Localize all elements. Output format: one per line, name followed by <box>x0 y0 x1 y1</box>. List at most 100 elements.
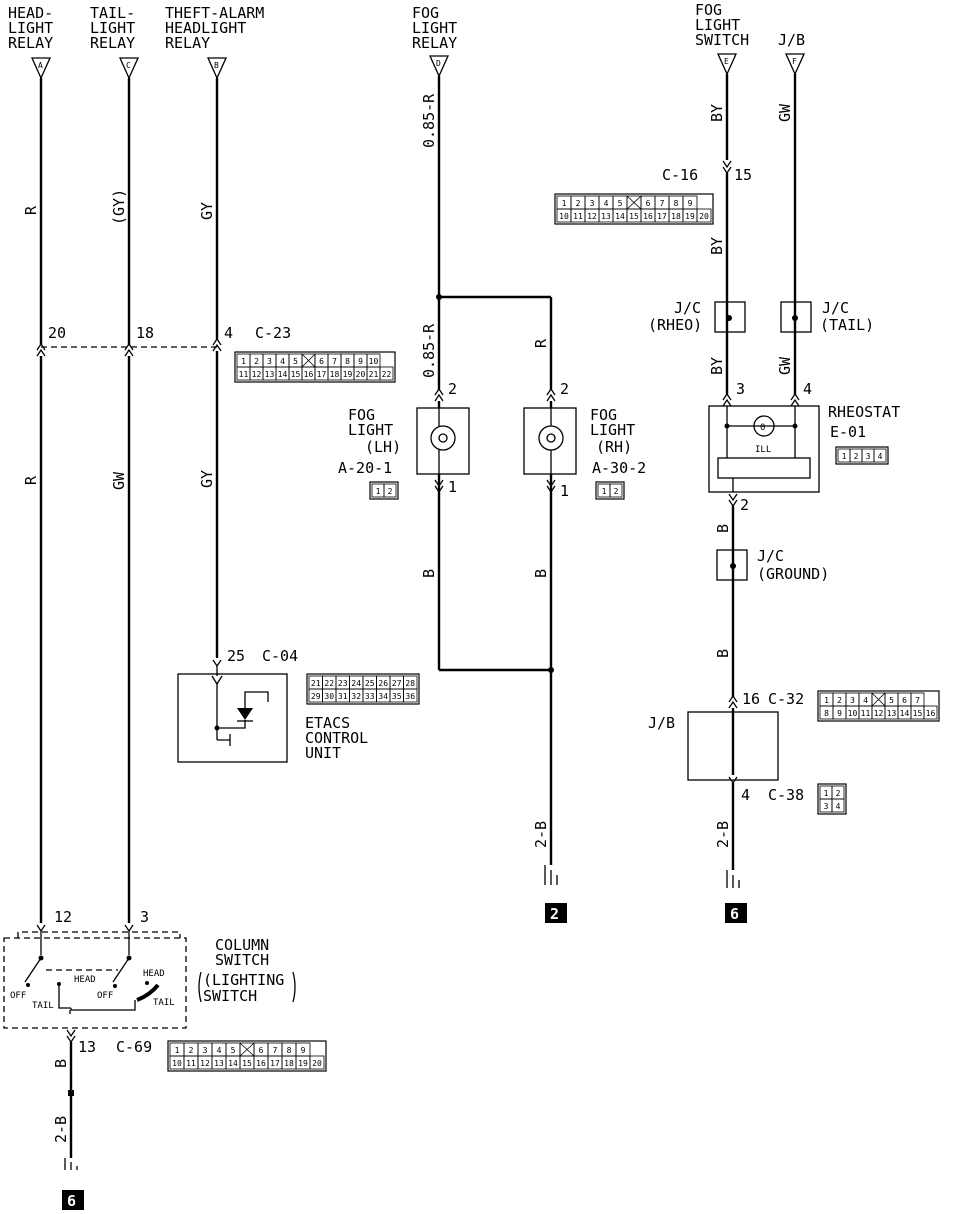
pin-cell: 13 <box>887 709 897 718</box>
pin-cell: 11 <box>573 212 583 221</box>
pin-cell: 2 <box>254 357 259 366</box>
pin-number: 1 <box>448 478 457 496</box>
pin-cell: 11 <box>186 1059 196 1068</box>
svg-text:TAIL: TAIL <box>32 1001 54 1011</box>
connector-triangle <box>118 57 140 80</box>
pin-number: 25 <box>227 647 245 665</box>
connector-id: C-16 <box>662 166 698 184</box>
pin-cell: 12 <box>874 709 884 718</box>
pin-cell: 1 <box>842 452 847 461</box>
wire-color-label: GW <box>110 471 128 490</box>
connector-id: C-69 <box>116 1038 152 1056</box>
pin-cell: 2 <box>854 452 859 461</box>
wire-color-label: R <box>532 338 550 348</box>
connector-id: A-30-2 <box>592 459 646 477</box>
ground-symbol <box>544 865 558 885</box>
source-fog-light-switch: FOG LIGHT SWITCH E <box>695 1 749 76</box>
wire-fog-light-ground: 1 1 B B 2-B <box>420 474 569 885</box>
pin-cell: 4 <box>863 696 868 705</box>
junction-rheo: J/C (RHEO) <box>648 299 746 334</box>
pin-cell: 12 <box>200 1059 210 1068</box>
wire-color-label: BY <box>708 104 726 122</box>
pin-cell: 25 <box>365 679 375 688</box>
pin-cell: 12 <box>587 212 597 221</box>
pin-cell: 32 <box>351 692 361 701</box>
pin-cell: 29 <box>311 692 321 701</box>
svg-text:6: 6 <box>730 905 739 923</box>
pin-cell: 14 <box>228 1059 238 1068</box>
pin-cell: 2 <box>388 487 393 496</box>
pin-cell: 10 <box>369 357 379 366</box>
source-label: FOG <box>412 4 439 22</box>
wire-color-label: 0.85-R <box>420 93 438 148</box>
pin-cell: 15 <box>291 370 301 379</box>
pin-cell: 9 <box>837 709 842 718</box>
pin-number: 4 <box>741 786 750 804</box>
pin-cell: 10 <box>848 709 858 718</box>
pin-cell: 16 <box>926 709 936 718</box>
junction-block: J/B <box>648 711 779 781</box>
pin-cell: 21 <box>311 679 321 688</box>
pin-cell: 6 <box>902 696 907 705</box>
pin-cell: 35 <box>392 692 402 701</box>
wire-fog-light-feed: 0.85-R 0.85-R R 2 2 <box>420 76 569 408</box>
fog-light-lh: FOG LIGHT (LH) A-20-1 <box>338 406 470 477</box>
pin-cell: 9 <box>358 357 363 366</box>
connector-id: C-32 <box>768 690 804 708</box>
source-label: RELAY <box>165 34 210 52</box>
component-label: (RH) <box>596 438 632 456</box>
pin-cell: 2 <box>837 696 842 705</box>
pin-number: 4 <box>224 324 233 342</box>
pin-cell: 2 <box>836 789 841 798</box>
pin-cell: 16 <box>256 1059 266 1068</box>
pin-cell: 1 <box>376 487 381 496</box>
component-label: ETACS <box>305 714 350 732</box>
wire-column-ground: 13 B 2-B <box>52 1029 96 1170</box>
ground-point-6-column: 6 <box>62 1190 84 1210</box>
component-label: J/C <box>822 299 849 317</box>
pin-cell: 1 <box>824 789 829 798</box>
source-taillight-relay: TAIL- LIGHT RELAY C <box>90 4 140 80</box>
pin-cell: 19 <box>685 212 695 221</box>
pin-cell: 4 <box>280 357 285 366</box>
pin-number: 3 <box>140 908 149 926</box>
pin-cell: 30 <box>324 692 334 701</box>
pin-cell: 24 <box>351 679 361 688</box>
pin-cell: 13 <box>265 370 275 379</box>
svg-text:TAIL: TAIL <box>153 998 175 1008</box>
pin-cell: 1 <box>562 199 567 208</box>
component-label: UNIT <box>305 744 341 762</box>
pin-cell: 23 <box>338 679 348 688</box>
wire-color-label: 2-B <box>532 821 550 848</box>
wire-color-label: B <box>714 524 732 533</box>
source-label: LIGHT <box>412 19 457 37</box>
component-label: FOG <box>590 406 617 424</box>
wire-color-label: GY <box>198 202 216 220</box>
pin-cell: 10 <box>172 1059 182 1068</box>
pin-cell: 9 <box>301 1046 306 1055</box>
connector-triangle <box>30 57 52 80</box>
pin-cell: 22 <box>324 679 334 688</box>
component-label: CONTROL <box>305 729 368 747</box>
column-switch: HEAD OFF TAIL HEAD OFF TAIL COLUMN SWITC… <box>3 931 296 1029</box>
pin-cell: 7 <box>660 199 665 208</box>
connector-triangle <box>784 53 806 76</box>
wire-color-label: B <box>714 649 732 658</box>
source-letter: F <box>792 57 797 66</box>
component-label: J/B <box>648 714 675 732</box>
wire-color-label: R <box>22 475 40 485</box>
svg-text:6: 6 <box>67 1192 76 1210</box>
pin-cell: 8 <box>345 357 350 366</box>
wire-color-label: 2-B <box>52 1116 70 1143</box>
connector-id: C-04 <box>262 647 298 665</box>
pin-number: 15 <box>734 166 752 184</box>
pin-cell: 14 <box>900 709 910 718</box>
pin-cell: 4 <box>836 802 841 811</box>
pin-cell: 14 <box>615 212 625 221</box>
component-label: SWITCH <box>203 987 257 1005</box>
